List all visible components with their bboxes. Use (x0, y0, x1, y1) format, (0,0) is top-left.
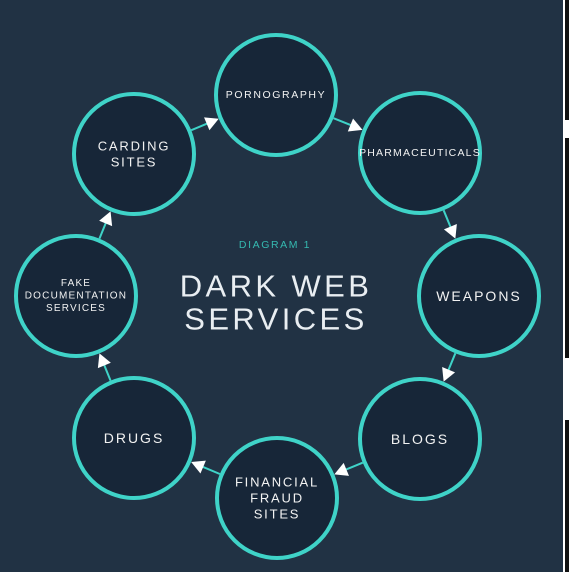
connector-blogs-to-financial-fraud-sites (334, 461, 364, 476)
connector-drugs-to-fake-documentation-services (97, 353, 112, 381)
node-pornography: PORNOGRAPHY (214, 33, 338, 157)
arrowhead-icon (347, 118, 363, 132)
arrowhead-icon (204, 117, 219, 131)
node-weapons: WEAPONS (417, 234, 541, 358)
node-drugs: DRUGS (72, 376, 196, 500)
node-label: FAKE (61, 278, 91, 289)
arrowhead-icon (334, 462, 350, 476)
node-circle (214, 33, 338, 157)
node-label: SITES (254, 507, 301, 522)
node-label: FRAUD (250, 491, 304, 506)
node-label: DOCUMENTATION (25, 291, 127, 302)
diagram-title-line-2: SERVICES (184, 302, 367, 337)
node-label: PHARMACEUTICALS (359, 147, 481, 159)
arrowhead-icon (443, 223, 457, 239)
arrowhead-icon (97, 353, 111, 369)
connectors (97, 117, 457, 476)
connector-weapons-to-blogs (442, 352, 457, 382)
right-edge-bar (565, 420, 569, 572)
connector-carding-sites-to-pornography (190, 117, 219, 132)
right-edge-bar (565, 0, 569, 120)
node-circle (72, 376, 196, 500)
node-label: FINANCIAL (235, 475, 319, 490)
node-label: DRUGS (104, 430, 165, 446)
arrowhead-icon (99, 211, 113, 227)
connector-financial-fraud-sites-to-drugs (191, 460, 221, 475)
right-edge-bar (565, 138, 569, 358)
arrowhead-icon (191, 460, 206, 474)
node-label: BLOGS (391, 431, 449, 447)
diagram-title-line-1: DARK WEB (180, 269, 373, 304)
node-circle (358, 91, 482, 215)
node-circle (14, 234, 138, 358)
connector-fake-documentation-services-to-carding-sites (98, 211, 113, 239)
node-circle (72, 92, 196, 216)
node-label: SITES (111, 155, 158, 170)
node-label: CARDING (98, 139, 171, 154)
node-circle (417, 234, 541, 358)
nodes: PORNOGRAPHY PHARMACEUTICALS WEAPONS BLOGS FI… (14, 33, 541, 560)
node-label: SERVICES (46, 303, 106, 314)
connector-pharmaceuticals-to-weapons (442, 209, 457, 239)
connector-pornography-to-pharmaceuticals (333, 117, 363, 132)
node-blogs: BLOGS (358, 377, 482, 501)
arrowhead-icon (442, 366, 456, 382)
node-pharmaceuticals: PHARMACEUTICALS (358, 91, 482, 215)
node-label: PORNOGRAPHY (226, 89, 326, 101)
diagram-caption: DIAGRAM 1 (239, 239, 311, 251)
node-circle (358, 377, 482, 501)
node-circle (215, 436, 339, 560)
node-label: WEAPONS (436, 288, 522, 304)
